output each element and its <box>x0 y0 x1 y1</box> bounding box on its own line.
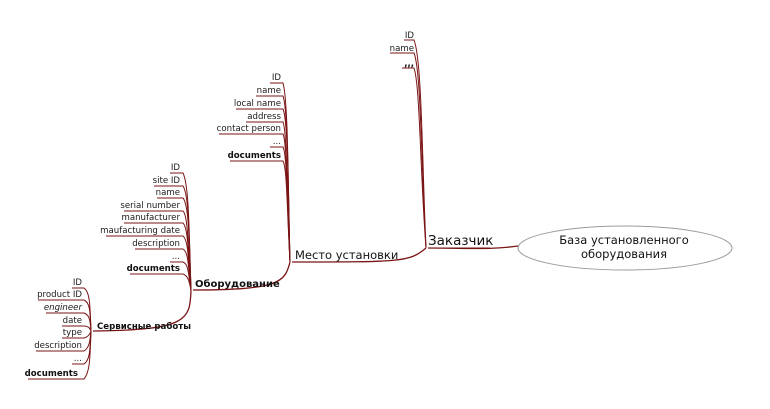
site-field-address[interactable]: address <box>247 112 281 122</box>
service-field-id[interactable]: ID <box>73 278 83 288</box>
equipment-field-documents[interactable]: documents <box>127 264 180 274</box>
edge-customer-site <box>291 247 427 263</box>
edge-customer-more <box>402 67 427 249</box>
equipment-field-serial-number[interactable]: serial number <box>120 201 180 211</box>
equipment-fields: ID site ID name serial number manufactur… <box>100 163 192 291</box>
customer-node[interactable]: Заказчик <box>428 233 493 249</box>
root-title-line-2: оборудования <box>581 247 667 261</box>
service-fields: ID product ID engineer date type descrip… <box>25 278 92 380</box>
edge-site-documents <box>230 160 291 263</box>
service-field-more[interactable]: ... <box>74 354 82 364</box>
site-fields: ID name local name address contact perso… <box>217 73 291 263</box>
equipment-field-site-id[interactable]: site ID <box>153 176 181 186</box>
site-field-name[interactable]: name <box>257 86 281 96</box>
edge-customer-name <box>390 52 427 249</box>
site-field-more[interactable]: ... <box>273 137 281 147</box>
service-field-product-id[interactable]: product ID <box>37 290 82 300</box>
edge-service-engineer <box>46 312 92 332</box>
site-field-documents[interactable]: documents <box>228 151 281 161</box>
root-ellipse <box>517 225 733 271</box>
site-label: Место установки <box>295 248 398 262</box>
service-node[interactable]: Сервисные работы <box>97 321 191 332</box>
customer-label: Заказчик <box>428 233 493 249</box>
root-node[interactable]: База установленного оборудования <box>517 225 733 271</box>
equipment-label: Оборудование <box>195 278 280 290</box>
customer-fields: ID name ,,, <box>390 31 427 249</box>
edge-service-date <box>62 325 92 332</box>
edge-equipment-documents <box>130 273 192 291</box>
edge-service-documents <box>28 330 92 380</box>
edge-site-equipment <box>192 261 291 291</box>
equipment-field-manufacturing-date[interactable]: maufacturing date <box>100 226 180 236</box>
customer-field-name[interactable]: name <box>390 44 414 54</box>
equipment-field-name[interactable]: name <box>156 188 180 198</box>
root-title-line-1: База установленного <box>559 233 689 247</box>
site-field-contact-person[interactable]: contact person <box>217 124 281 134</box>
equipment-field-more[interactable]: ... <box>172 252 180 262</box>
service-field-date[interactable]: date <box>63 316 82 326</box>
equipment-field-description[interactable]: description <box>132 239 180 249</box>
service-field-engineer[interactable]: engineer <box>44 303 83 313</box>
equipment-node[interactable]: Оборудование <box>195 278 280 290</box>
site-field-local-name[interactable]: local name <box>234 99 281 109</box>
customer-field-id[interactable]: ID <box>405 31 415 41</box>
service-label: Сервисные работы <box>97 321 191 332</box>
service-field-description[interactable]: description <box>34 341 82 351</box>
service-field-type[interactable]: type <box>63 328 82 338</box>
site-field-id[interactable]: ID <box>272 73 282 83</box>
edge-equipment-service <box>92 289 192 332</box>
customer-field-more[interactable]: ,,, <box>404 59 414 69</box>
equipment-field-id[interactable]: ID <box>171 163 181 173</box>
edge-site-address <box>246 121 291 263</box>
service-field-documents[interactable]: documents <box>25 369 78 379</box>
equipment-field-manufacturer[interactable]: manufacturer <box>121 213 180 223</box>
site-node[interactable]: Место установки <box>295 248 398 262</box>
